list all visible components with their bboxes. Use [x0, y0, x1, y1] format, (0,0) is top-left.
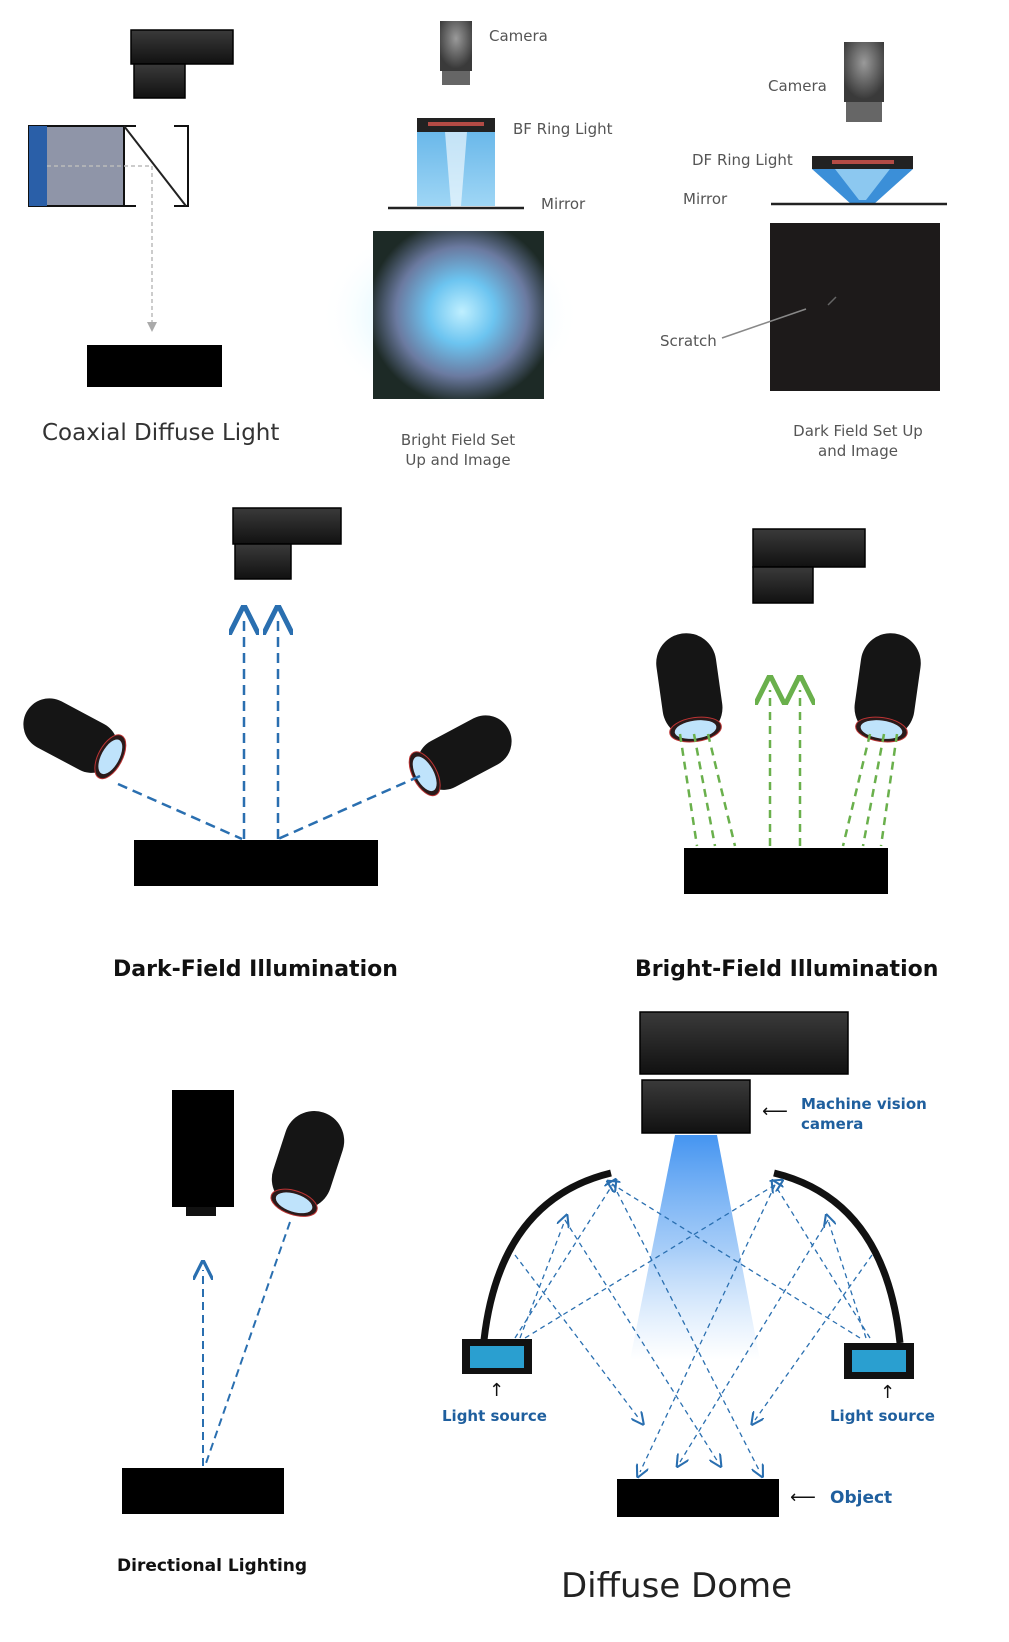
- coaxial-light-panel: [29, 126, 47, 206]
- df-light-beam-inner: [835, 169, 890, 200]
- bf-light-beam-center: [445, 132, 467, 206]
- dome-camera-label-line1: Machine vision: [801, 1095, 927, 1113]
- diffuse-dome-title: Diffuse Dome: [561, 1566, 793, 1606]
- coaxial-title: Coaxial Diffuse Light: [42, 420, 280, 446]
- coaxial-ray-arrowhead: [147, 322, 157, 332]
- dfi-ray-in-right: [277, 774, 421, 841]
- bfi-light-left: [656, 633, 723, 743]
- dome-camera-label-line2: camera: [801, 1115, 864, 1133]
- dome-camera-lens: [641, 1079, 751, 1134]
- light-source-left-label: Light source: [442, 1407, 547, 1425]
- dark-field-setup-diagram: [721, 42, 947, 391]
- df-image: [770, 223, 940, 391]
- bf-caption-line1: Bright Field Set: [400, 431, 516, 449]
- dark-field-illumination-diagram: [23, 507, 512, 886]
- dome-camera-body: [639, 1011, 849, 1075]
- camera-body: [130, 29, 234, 65]
- bf-ring-light-led: [428, 122, 484, 126]
- dir-camera-lens: [186, 1207, 216, 1216]
- dir-object: [122, 1468, 284, 1514]
- bf-camera-lens: [442, 71, 470, 85]
- directional-lighting-diagram: [122, 1090, 345, 1514]
- df-camera: [844, 42, 884, 102]
- light-source-right-arrow: ↑: [880, 1382, 896, 1403]
- df-camera-label: Camera: [768, 77, 827, 95]
- light-source-left-panel: [470, 1346, 524, 1368]
- coaxial-object: [87, 345, 222, 387]
- light-source-right-label: Light source: [830, 1407, 935, 1425]
- bfi-light-right: [854, 633, 921, 743]
- object-label: Object: [830, 1488, 893, 1508]
- dfi-camera-lens: [234, 543, 292, 580]
- coaxial-diagram: [28, 29, 234, 387]
- df-caption-line1: Dark Field Set Up: [793, 422, 923, 440]
- df-caption: Dark Field Set Up and Image: [778, 421, 938, 461]
- df-ring-light-label: DF Ring Light: [692, 151, 793, 169]
- bf-mirror-label: Mirror: [541, 195, 586, 213]
- beam-splitter: [123, 125, 187, 207]
- dfi-ray-in-left: [117, 782, 243, 841]
- df-scratch-mark: [827, 296, 837, 306]
- light-source-right-panel: [852, 1350, 906, 1372]
- bright-field-setup-diagram: [320, 21, 580, 410]
- bf-ring-light-label: BF Ring Light: [513, 120, 613, 138]
- dfi-camera-body: [232, 507, 342, 545]
- bf-camera: [440, 21, 472, 71]
- dome-light-beam: [630, 1135, 760, 1360]
- bright-field-title: Bright-Field Illumination: [635, 957, 939, 982]
- diffuse-dome-diagram: [462, 1011, 914, 1517]
- dir-light: [270, 1110, 345, 1217]
- bfi-rays-left: [678, 733, 737, 847]
- dir-camera: [172, 1090, 234, 1207]
- dome-reflection-rays: [514, 1183, 873, 1472]
- dfi-object: [134, 840, 378, 886]
- bf-caption-line2: Up and Image: [405, 451, 511, 469]
- df-camera-lens: [846, 102, 882, 122]
- dome-arc-left: [480, 1169, 612, 1341]
- df-scratch-label: Scratch: [660, 332, 717, 350]
- dark-field-title: Dark-Field Illumination: [113, 957, 398, 982]
- bf-caption: Bright Field Set Up and Image: [388, 430, 528, 470]
- dome-camera-arrow: ⟵: [762, 1101, 788, 1122]
- directional-title: Directional Lighting: [117, 1556, 308, 1576]
- light-source-left-arrow: ↑: [489, 1380, 505, 1401]
- dome-camera-label: Machine vision camera: [801, 1094, 927, 1134]
- camera-lens: [133, 63, 186, 99]
- bf-image: [373, 231, 544, 399]
- object-arrow: ⟵: [790, 1487, 816, 1508]
- dfi-light-right: [408, 715, 512, 797]
- bright-field-illumination-diagram: [656, 528, 921, 894]
- bfi-camera-lens: [752, 566, 814, 604]
- dome-arc-right: [773, 1169, 904, 1344]
- bf-camera-label: Camera: [489, 27, 548, 45]
- bfi-rays-right: [841, 733, 899, 847]
- bfi-camera-body: [752, 528, 866, 568]
- df-ring-light-led: [832, 160, 894, 164]
- bfi-object: [684, 848, 888, 894]
- df-caption-line2: and Image: [818, 442, 898, 460]
- dir-ray-in: [204, 1221, 291, 1467]
- dfi-light-left: [23, 698, 127, 780]
- scratch-pointer: [721, 308, 807, 339]
- dome-object: [617, 1479, 779, 1517]
- df-mirror-label: Mirror: [683, 190, 728, 208]
